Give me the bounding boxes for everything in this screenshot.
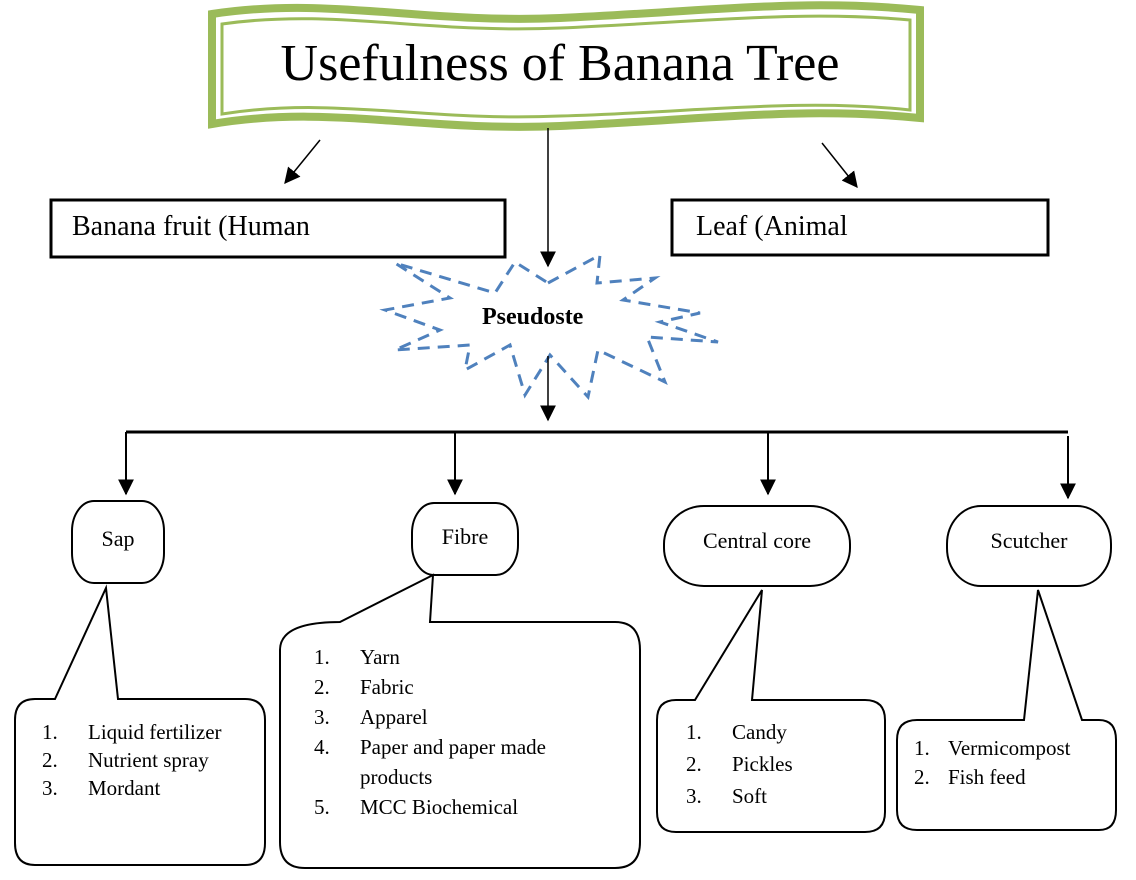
- fruit-label: Banana fruit (Human: [72, 211, 310, 242]
- list-item: 3.Soft: [686, 784, 768, 808]
- sap-label: Sap: [101, 526, 135, 551]
- scutcher-node: [946, 505, 1112, 587]
- fibre-node: [411, 502, 519, 576]
- arrow-to-fruit: [284, 139, 321, 185]
- list-item: 1.Vermicompost: [914, 736, 1071, 760]
- list-item: 2.Pickles: [686, 752, 793, 776]
- list-item: 3.Mordant: [42, 776, 161, 800]
- leaf-label: Leaf (Animal: [696, 211, 848, 242]
- page-title: Usefulness of Banana Tree: [280, 35, 840, 92]
- list-item: 1.Liquid fertilizer: [42, 720, 222, 744]
- title-banner: [208, 1, 924, 131]
- fibre-uses-list: 1.Yarn 2.Fabric 3.Apparel 4.Paper and pa…: [314, 642, 614, 822]
- list-item: 5.MCC Biochemical: [314, 795, 519, 819]
- fruit-box: [49, 198, 507, 259]
- scutcher-callout: [896, 589, 1117, 831]
- central-core-uses-list: 1.Candy 2.Pickles 3.Soft: [686, 716, 866, 812]
- central-core-label: Central core: [702, 528, 812, 553]
- list-item: 3.Apparel: [314, 705, 428, 729]
- list-item: 1.Candy: [686, 720, 787, 744]
- fibre-label: Fibre: [441, 524, 489, 549]
- list-item: 2.Fish feed: [914, 765, 1026, 789]
- list-item: 2.Fabric: [314, 675, 414, 699]
- banner-outer-frame: [208, 1, 924, 131]
- fibre-callout: [279, 573, 641, 869]
- arrow-to-leaf: [821, 142, 858, 189]
- list-item: 2.Nutrient spray: [42, 748, 209, 772]
- leaf-box: [670, 198, 1050, 257]
- sap-uses-list: 1.Liquid fertilizer 2.Nutrient spray 3.M…: [42, 718, 242, 802]
- central-core-callout: [656, 589, 886, 833]
- scutcher-uses-list: 1.Vermicompost 2.Fish feed: [914, 734, 1114, 792]
- pseudostem-starburst: [379, 252, 719, 401]
- list-item: 4.Paper and paper made products: [314, 735, 546, 789]
- scutcher-label: Scutcher: [990, 528, 1068, 553]
- pseudostem-label: Pseudoste: [482, 304, 584, 330]
- sap-callout: [14, 584, 266, 866]
- list-item: 1.Yarn: [314, 645, 400, 669]
- central-core-node: [663, 505, 851, 587]
- banner-inner-frame: [220, 14, 912, 119]
- sap-node: [71, 500, 165, 584]
